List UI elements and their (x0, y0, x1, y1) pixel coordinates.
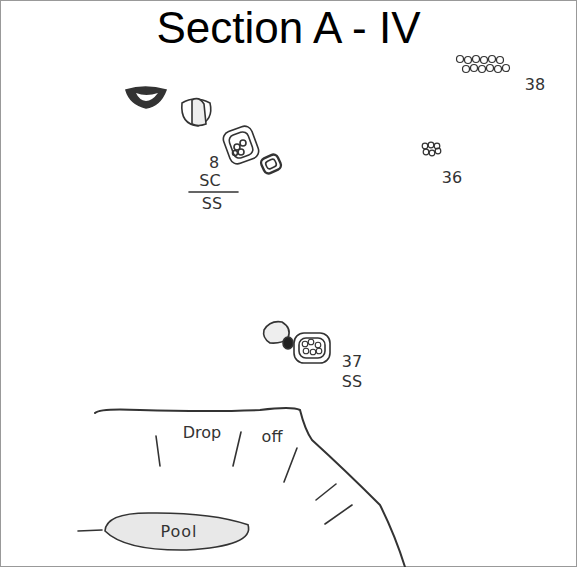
soil-code: SS (342, 374, 362, 390)
fraction-line (189, 191, 238, 193)
terrain-label: Drop (183, 425, 222, 441)
artifact-cluster (422, 142, 441, 156)
soil-code: SS (202, 196, 222, 212)
pool-area: Pool (102, 510, 256, 552)
pool-label: Pool (160, 522, 197, 541)
artifact (259, 153, 282, 175)
slope-hachures (156, 432, 352, 524)
callout-number: 38 (525, 77, 545, 93)
callout-number: 8 (209, 155, 219, 171)
callout-number: 36 (442, 170, 462, 186)
artifact (182, 99, 211, 126)
drop-off-edge (95, 408, 405, 567)
callout-number: 37 (342, 354, 362, 370)
pool-edge (78, 530, 102, 531)
terrain-label: off (262, 429, 283, 445)
artifact (294, 333, 330, 363)
soil-code: SC (199, 173, 220, 189)
artifact (221, 124, 261, 166)
dark-artifact (126, 87, 166, 108)
artifact (283, 337, 293, 349)
section-title: Section A - IV (0, 4, 577, 52)
artifact-cluster (457, 56, 510, 73)
